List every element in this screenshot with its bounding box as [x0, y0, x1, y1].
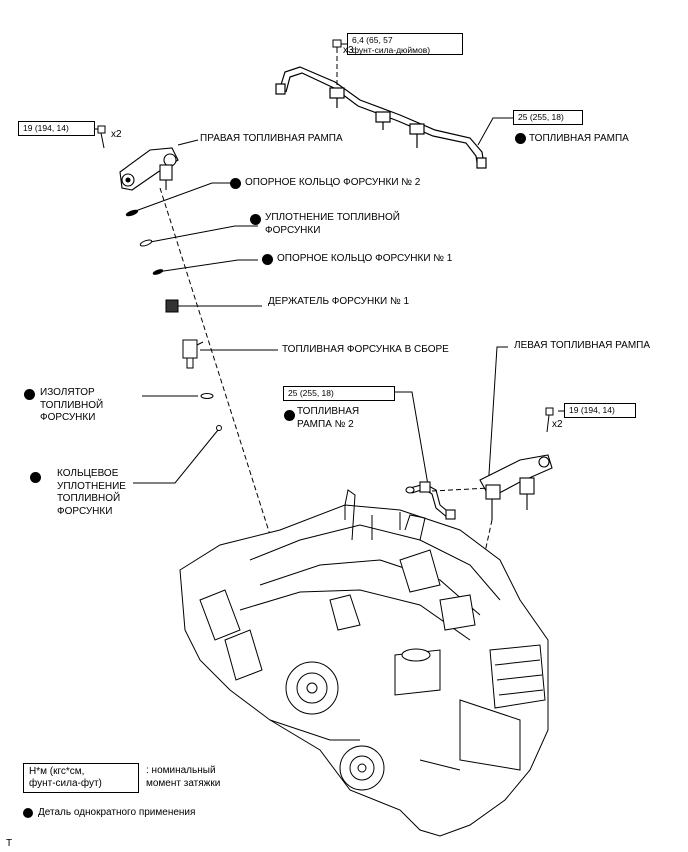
legend-unit-line1: Н*м (кгс*см,: [29, 766, 85, 777]
label-fuel-rail-2: ТОПЛИВНАЯ РАМПА № 2: [297, 406, 359, 431]
label-o-ring-line4: ФОРСУНКИ: [57, 505, 113, 517]
torque-left-bolt-value: 19 (194, 14): [569, 405, 615, 415]
label-insulator: ИЗОЛЯТОР ТОПЛИВНОЙ ФОРСУНКИ: [40, 387, 103, 425]
multiplier-right: x2: [111, 129, 122, 140]
torque-rail2-pipe-value: 25 (255, 18): [288, 388, 334, 398]
right-bolt: [97, 125, 106, 149]
torque-right-bolt-value: 19 (194, 14): [23, 123, 69, 133]
dash-rail2-link: [431, 487, 491, 492]
torque-box-rail-pipe: 25 (255, 18): [513, 110, 583, 125]
label-o-ring-line2: УПЛОТНЕНИЕ: [57, 480, 126, 492]
dash-right-injector-axis: [159, 187, 279, 561]
legend-unit-line2: фунт-сила-фут): [29, 778, 102, 789]
label-injector-seal: УПЛОТНЕНИЕ ТОПЛИВНОЙ ФОРСУНКИ: [265, 212, 400, 237]
main-fuel-rail: [275, 66, 487, 169]
torque-box-top: 6,4 (65, 57 фунт-сила-дюймов): [347, 33, 463, 55]
torque-top-line1: 6,4 (65, 57: [352, 35, 393, 45]
legend-torque-description: : номинальный момент затяжки: [146, 765, 220, 790]
legend-torque-unit-box: Н*м (кгс*см, фунт-сила-фут): [23, 763, 139, 793]
left-bolt: [545, 407, 554, 433]
leader-right-rail: [177, 139, 199, 146]
left-fuel-rail: [479, 454, 553, 520]
torque-rail-pipe-value: 25 (255, 18): [518, 112, 564, 122]
label-injector-assy: ТОПЛИВНАЯ ФОРСУНКА В СБОРЕ: [282, 344, 449, 355]
label-injector-seal-line2: ФОРСУНКИ: [265, 224, 321, 236]
legend-non-reusable-text: Деталь однократного применения: [38, 807, 196, 818]
non-reusable-dot: [262, 254, 273, 265]
leader-o-ring: [133, 429, 219, 484]
leader-rail2: [395, 391, 429, 486]
o-ring-part: [216, 425, 222, 431]
leader-support-ring-2: [129, 182, 230, 214]
torque-box-right-bolt: 19 (194, 14): [18, 121, 95, 136]
right-fuel-rail: [119, 147, 179, 191]
label-o-ring-line1: КОЛЬЦЕВОЕ: [57, 468, 119, 479]
torque-top-line2: фунт-сила-дюймов): [352, 45, 431, 55]
label-o-ring-line3: ТОПЛИВНОЙ: [57, 493, 121, 504]
leader-injector-seal: [144, 225, 258, 244]
label-right-rail: ПРАВАЯ ТОПЛИВНАЯ РАМПА: [200, 133, 343, 144]
engine-block: [179, 489, 549, 837]
non-reusable-dot: [515, 133, 526, 144]
top-bolt: [332, 39, 342, 50]
non-reusable-dot: [30, 472, 41, 483]
insulator-part: [200, 393, 214, 399]
label-fuel-rail: ТОПЛИВНАЯ РАМПА: [529, 133, 629, 144]
dash-left-injector: [479, 519, 493, 576]
label-left-rail: ЛЕВАЯ ТОПЛИВНАЯ РАМПА: [514, 340, 651, 351]
injector-assy-part: [182, 339, 204, 369]
legend-desc-line2: момент затяжки: [146, 777, 221, 789]
label-o-ring: КОЛЬЦЕВОЕ УПЛОТНЕНИЕ ТОПЛИВНОЙ ФОРСУНКИ: [57, 468, 126, 518]
label-fuel-rail-2-line1: ТОПЛИВНАЯ: [297, 406, 360, 417]
label-insulator-line2: ТОПЛИВНОЙ: [40, 399, 104, 411]
leader-left-rail: [487, 346, 508, 491]
label-insulator-line3: ФОРСУНКИ: [40, 412, 96, 423]
label-support-ring-1: ОПОРНОЕ КОЛЬЦО ФОРСУНКИ № 1: [277, 253, 453, 264]
label-holder-1: ДЕРЖАТЕЛЬ ФОРСУНКИ № 1: [268, 296, 410, 307]
support-ring-1-part: [152, 269, 164, 275]
multiplier-top: x3: [343, 45, 354, 56]
legend-desc-line1: : номинальный: [146, 765, 216, 776]
non-reusable-dot: [284, 410, 295, 421]
holder-1-part: [165, 299, 179, 313]
label-insulator-line1: ИЗОЛЯТОР: [40, 387, 95, 398]
legend-non-reusable-dot: [23, 808, 33, 818]
leader-fuel-rail: [477, 117, 513, 146]
label-fuel-rail-2-line2: РАМПА № 2: [297, 418, 354, 430]
non-reusable-dot: [250, 214, 261, 225]
non-reusable-dot: [230, 178, 241, 189]
leader-support-ring-1: [156, 259, 258, 273]
torque-box-rail2-pipe: 25 (255, 18): [283, 386, 395, 401]
torque-box-left-bolt: 19 (194, 14): [564, 403, 636, 418]
non-reusable-dot: [24, 389, 35, 400]
support-ring-2-part: [125, 209, 139, 217]
fuel-rail-2: [405, 481, 456, 520]
multiplier-left: x2: [552, 419, 563, 430]
label-support-ring-2: ОПОРНОЕ КОЛЬЦО ФОРСУНКИ № 2: [245, 177, 421, 188]
corner-mark: T: [6, 838, 13, 849]
label-injector-seal-line1: УПЛОТНЕНИЕ ТОПЛИВНОЙ: [265, 212, 400, 223]
injector-seal-part: [139, 239, 153, 247]
